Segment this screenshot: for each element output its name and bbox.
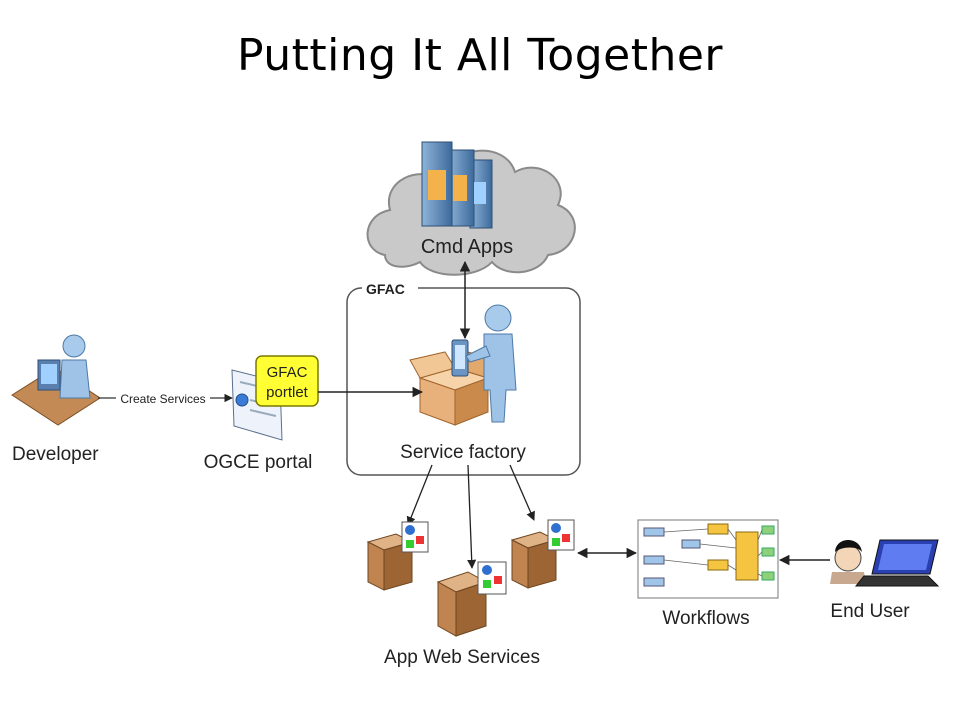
factory-ws3-arrow (509, 464, 535, 521)
server-cluster-icon (421, 141, 493, 229)
developer-label: Developer (12, 444, 99, 465)
cmd-apps-label: Cmd Apps (421, 236, 513, 258)
slide-title: Putting It All Together (236, 30, 724, 81)
gfac-portlet-line2: portlet (266, 384, 309, 401)
workflow-graph-icon (637, 519, 779, 599)
end-user-icon (830, 540, 866, 584)
factory-ws1-arrow (406, 464, 433, 526)
app-web-services-label: App Web Services (384, 647, 540, 668)
gfac-portlet-line1: GFAC (267, 364, 308, 381)
workflows-label: Workflows (662, 608, 749, 629)
developer-icon (11, 334, 101, 426)
ogce-portal-label: OGCE portal (204, 452, 313, 473)
end-user-label: End User (830, 601, 910, 622)
create-services-label: Create Services (120, 392, 205, 406)
person-icon (465, 304, 517, 423)
web-service-box-icon (366, 521, 429, 591)
gfac-portlet-badge: GFAC portlet (255, 355, 319, 407)
laptop-icon (854, 539, 940, 587)
factory-ws2-arrow (467, 464, 477, 569)
gfac-label: GFAC (366, 281, 405, 297)
web-service-box-icon (436, 561, 507, 637)
web-service-box-icon (510, 519, 575, 589)
tablet-icon (451, 339, 469, 377)
service-factory-label: Service factory (400, 442, 526, 463)
